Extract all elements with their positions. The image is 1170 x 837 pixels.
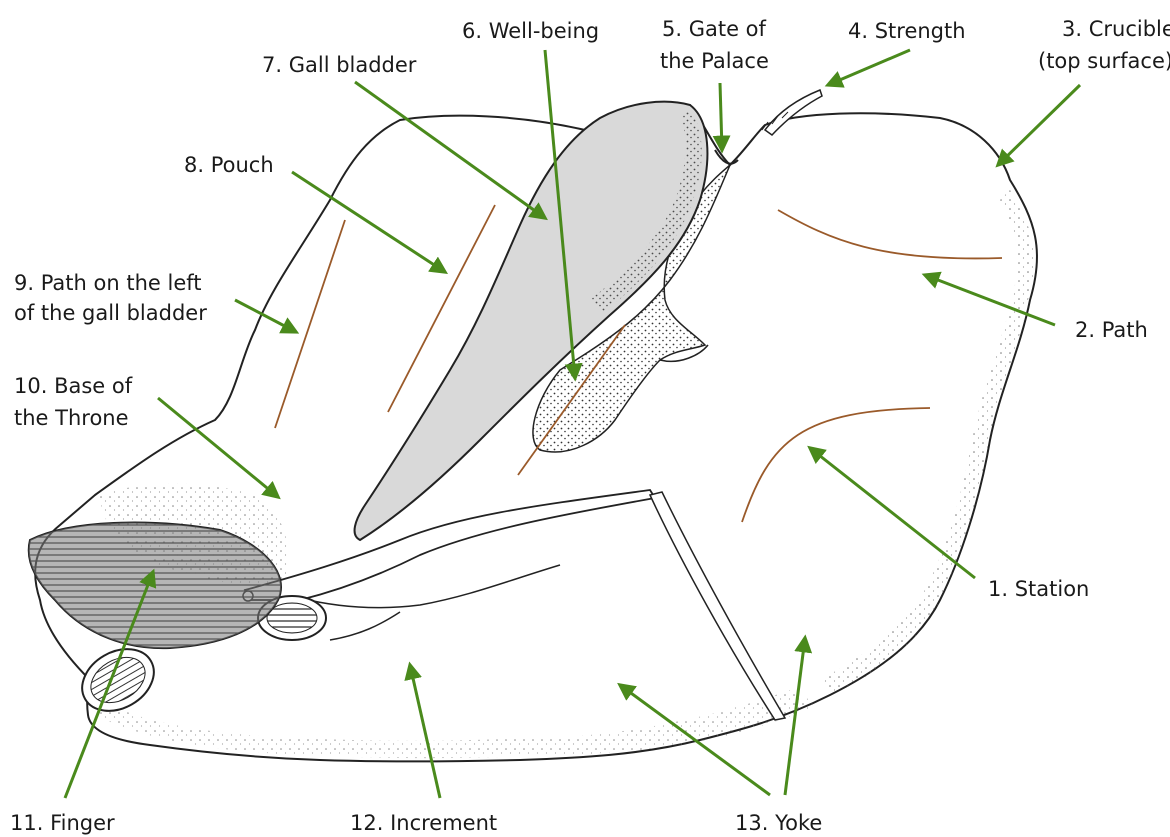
portal-vessel-inner: [267, 603, 317, 633]
label-crucible-1: 3. Crucible: [1062, 17, 1170, 41]
label-path-left-2: of the gall bladder: [14, 301, 207, 325]
label-gall-bladder: 7. Gall bladder: [262, 53, 417, 77]
arrow-crucible: [998, 85, 1080, 165]
label-gate-2: the Palace: [660, 49, 769, 73]
label-strength: 4. Strength: [848, 19, 966, 43]
label-path: 2. Path: [1075, 318, 1148, 342]
arrow-strength: [828, 50, 910, 85]
label-gate-1: 5. Gate of: [662, 17, 767, 41]
label-finger: 11. Finger: [10, 811, 115, 835]
label-well-being: 6. Well-being: [462, 19, 599, 43]
label-station: 1. Station: [988, 577, 1089, 601]
label-pouch: 8. Pouch: [184, 153, 274, 177]
label-crucible-2: (top surface): [1038, 49, 1170, 73]
label-yoke: 13. Yoke: [735, 811, 822, 835]
label-base-throne-2: the Throne: [14, 406, 129, 430]
arrow-gate: [720, 83, 722, 150]
label-increment: 12. Increment: [350, 811, 497, 835]
label-base-throne-1: 10. Base of: [14, 374, 133, 398]
label-path-left-1: 9. Path on the left: [14, 271, 202, 295]
